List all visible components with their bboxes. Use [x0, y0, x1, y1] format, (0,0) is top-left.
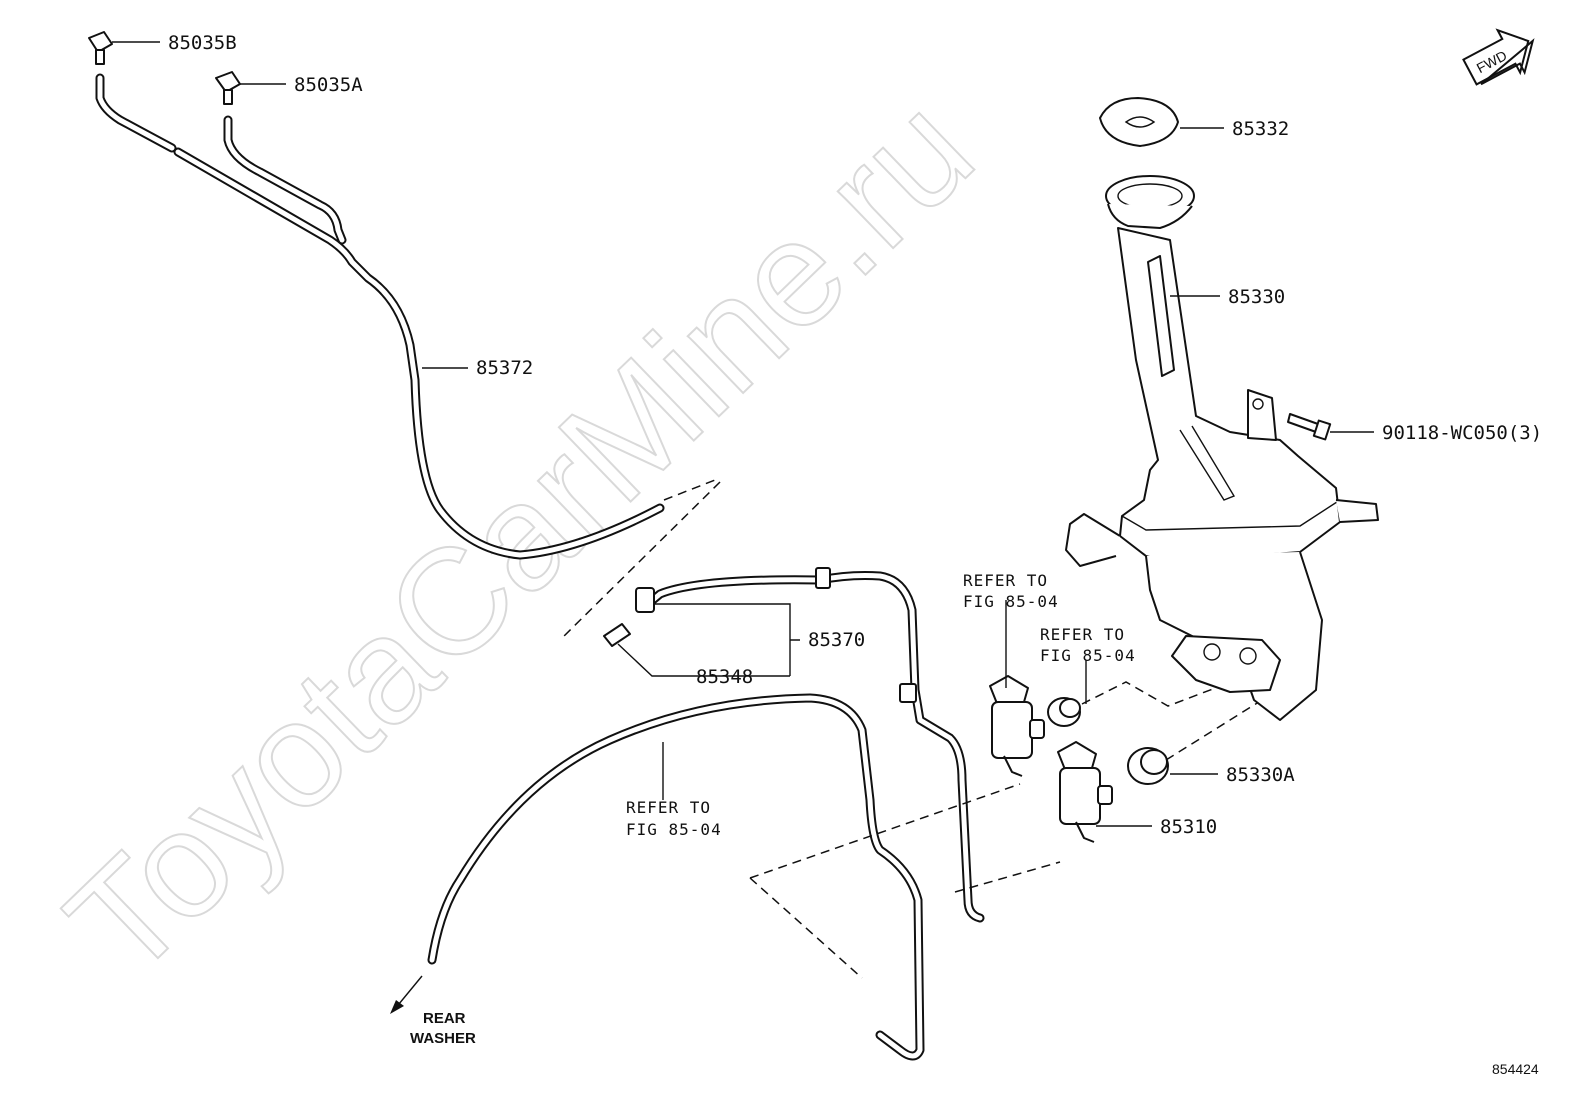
dashed-leader-left — [559, 481, 721, 641]
rear-washer-hose[interactable] — [390, 693, 925, 1061]
leader-85370 — [654, 603, 800, 676]
washer-nozzle-85035B[interactable] — [88, 31, 160, 65]
washer-pump-85310[interactable] — [1057, 741, 1152, 843]
callout-85035A: 85035A — [294, 74, 363, 96]
pump-grommet[interactable] — [1047, 660, 1087, 727]
refer-note-3-line1: REFER TO — [1040, 625, 1125, 644]
dashed-leader-tank — [1081, 681, 1263, 761]
callout-85035B: 85035B — [168, 32, 237, 54]
callout-85372: 85372 — [476, 357, 533, 379]
callout-85330: 85330 — [1228, 286, 1285, 308]
refer-note-1-line2: FIG 85-04 — [626, 820, 722, 839]
svg-text:ToyotaCarMine.ru: ToyotaCarMine.ru — [36, 65, 1004, 1008]
rear-washer-label-line2: WASHER — [410, 1030, 476, 1047]
callout-85348: 85348 — [696, 666, 753, 688]
callout-85310: 85310 — [1160, 816, 1217, 838]
reservoir-cap-85332[interactable] — [1099, 97, 1224, 147]
rear-washer-label-line1: REAR — [423, 1010, 466, 1027]
fwd-arrow-badge: FWD — [1462, 28, 1535, 86]
callout-85332: 85332 — [1232, 118, 1289, 140]
washer-nozzle-85035A[interactable] — [215, 71, 286, 105]
dashed-leader-bottom — [749, 783, 1061, 979]
leader-85348 — [617, 643, 790, 677]
callout-90118-WC050: 90118-WC050(3) — [1382, 422, 1542, 444]
bolt-90118-WC050[interactable] — [1287, 413, 1374, 441]
washer-hose-85370[interactable] — [635, 567, 985, 923]
washer-reservoir-85330[interactable] — [1065, 175, 1379, 721]
refer-note-1-line1: REFER TO — [626, 798, 711, 817]
grommet-85330A[interactable] — [1127, 747, 1218, 785]
washer-hose-85372[interactable] — [95, 73, 665, 560]
watermark: ToyotaCarMine.ru — [35, 64, 1005, 1009]
refer-note-2-line1: REFER TO — [963, 571, 1048, 590]
washer-pump-upper[interactable] — [989, 675, 1045, 777]
hose-connector-85348[interactable] — [603, 623, 631, 647]
refer-note-2-line2: FIG 85-04 — [963, 592, 1059, 611]
figure-number: 854424 — [1492, 1061, 1539, 1077]
refer-note-3-line2: FIG 85-04 — [1040, 646, 1136, 665]
callout-85330A: 85330A — [1226, 764, 1295, 786]
callout-85370: 85370 — [808, 629, 865, 651]
dashed-leader-mid — [663, 479, 716, 501]
